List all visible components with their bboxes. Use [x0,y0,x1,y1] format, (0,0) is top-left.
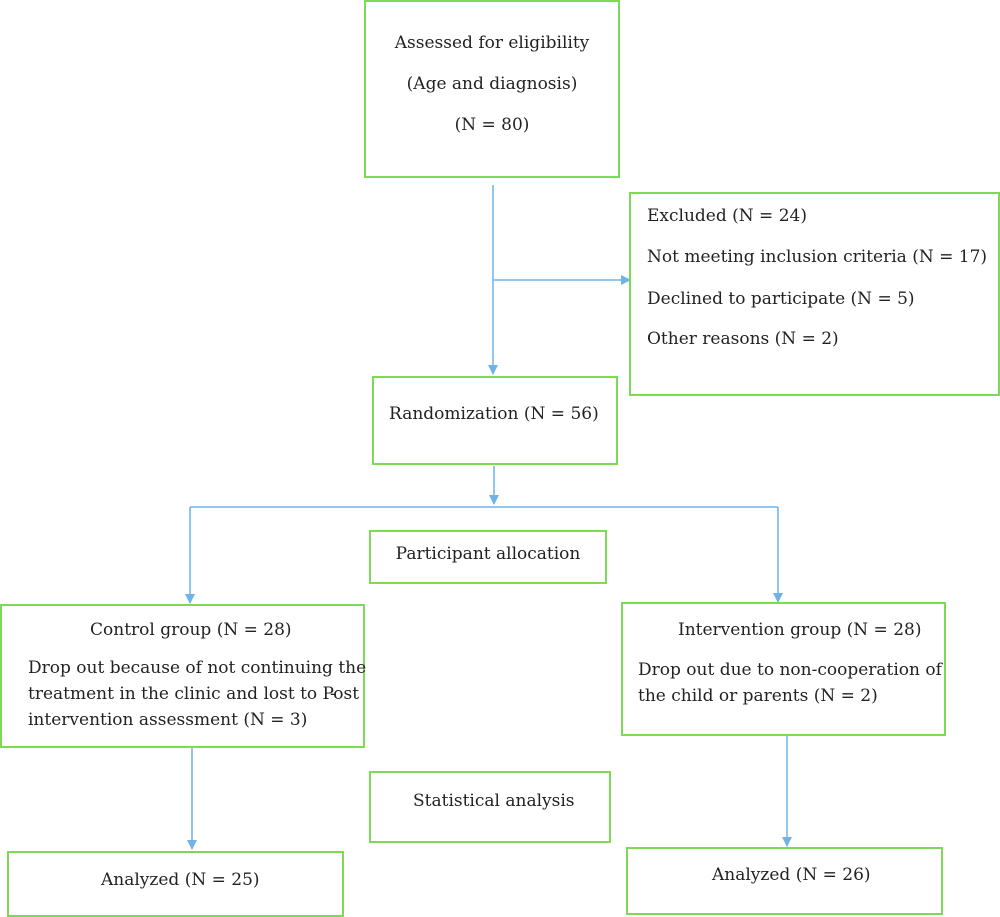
eligibility-line-1: Assessed for eligibility [394,33,590,53]
excluded-reason-inclusion: Not meeting inclusion criteria (N = 17) [647,247,988,267]
control-group-box: Control group (N = 28) Drop out because … [0,604,367,748]
excluded-reason-declined: Declined to participate (N = 5) [647,289,915,309]
intervention-dropout-line-1: Drop out due to non-cooperation of [638,660,942,680]
analyzed-intervention-label: Analyzed (N = 26) [712,865,871,885]
control-group-title: Control group (N = 28) [90,620,292,640]
statistical-analysis-box: Statistical analysis [369,771,611,843]
allocation-label: Participant allocation [395,544,581,564]
analyzed-control-label: Analyzed (N = 25) [101,870,260,890]
control-dropout-line-3: intervention assessment (N = 3) [28,710,308,730]
excluded-title: Excluded (N = 24) [647,206,807,226]
randomization-label: Randomization (N = 56) [389,404,599,424]
excluded-box: Excluded (N = 24) Not meeting inclusion … [629,192,1000,396]
control-dropout-line-2: treatment in the clinic and lost to Post [28,684,360,704]
control-dropout-hyphen: - [330,684,336,704]
excluded-reason-other: Other reasons (N = 2) [647,329,839,349]
control-dropout-line-1: Drop out because of not continuing the [28,658,367,678]
analyzed-control-box: Analyzed (N = 25) [7,851,344,917]
eligibility-box: Assessed for eligibility (Age and diagno… [364,0,620,178]
allocation-box: Participant allocation [369,530,607,584]
statistical-analysis-label: Statistical analysis [413,791,575,811]
randomization-box: Randomization (N = 56) [372,376,618,465]
eligibility-line-2: (Age and diagnosis) [406,74,578,94]
intervention-group-box: Intervention group (N = 28) Drop out due… [621,602,946,736]
intervention-dropout-line-2: the child or parents (N = 2) [638,686,878,706]
intervention-group-title: Intervention group (N = 28) [678,620,922,640]
analyzed-intervention-box: Analyzed (N = 26) [626,847,943,915]
eligibility-count: (N = 80) [454,115,530,135]
